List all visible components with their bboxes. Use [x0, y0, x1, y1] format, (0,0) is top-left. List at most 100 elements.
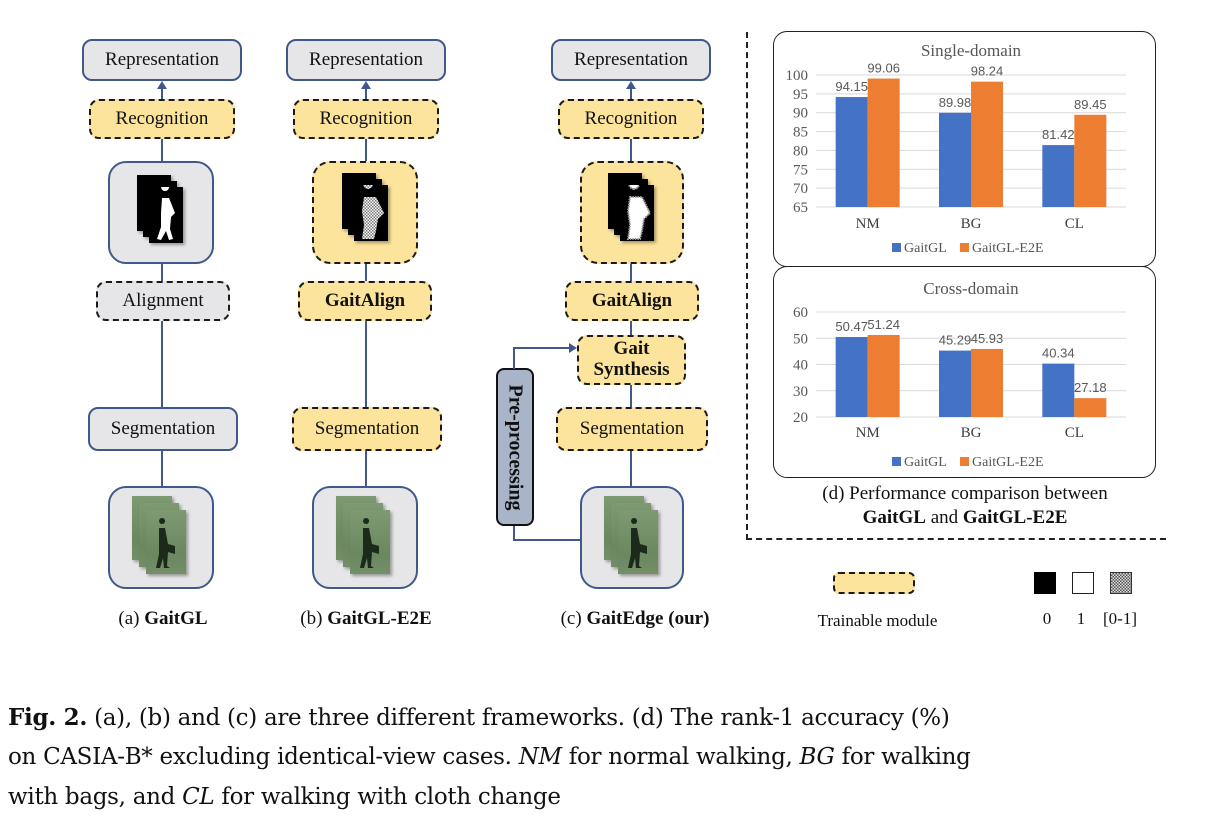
preprocessing-label: Pre-processing — [504, 384, 527, 510]
x-tick-label: BG — [961, 216, 982, 232]
abbr-bg: BG — [799, 744, 835, 770]
segmentation-box-b: Segmentation — [292, 407, 442, 451]
pixel-value-range: [0-1] — [1103, 609, 1137, 628]
walking-person-icon — [360, 518, 379, 568]
pixel-legend — [1034, 572, 1132, 594]
y-tick-label: 60 — [793, 305, 808, 321]
legend-swatch — [892, 457, 901, 466]
bar-gaitgl-e2e-nm — [867, 78, 900, 208]
legend-label: GaitGL-E2E — [972, 241, 1044, 256]
caption-prefix: (a) — [118, 608, 145, 629]
y-tick-label: 30 — [793, 384, 808, 400]
arrow-up-icon — [157, 81, 167, 89]
preprocessing-box: Pre-processing — [496, 368, 534, 526]
gaitalign-box-b: GaitAlign — [298, 281, 432, 321]
person-silhouette-icon — [157, 183, 175, 240]
single-domain-chart: Single-domain6570758085909510094.1599.06… — [786, 41, 1126, 256]
caption-name: GaitGL-E2E — [327, 608, 432, 629]
legend-label: GaitGL-E2E — [972, 455, 1044, 470]
segmentation-box-a: Segmentation — [88, 407, 238, 451]
rgb-frame — [350, 510, 390, 574]
legend-label: GaitGL — [904, 455, 947, 470]
x-tick-label: BG — [961, 425, 982, 441]
walking-person-icon — [156, 518, 175, 568]
y-tick-label: 85 — [793, 125, 808, 141]
y-tick-label: 65 — [793, 200, 808, 216]
x-tick-label: NM — [856, 425, 880, 441]
connector — [513, 347, 569, 349]
white-square-icon — [1072, 572, 1094, 594]
caption-text: for walking — [834, 744, 971, 770]
chart-title: Single-domain — [921, 41, 1022, 60]
legend-swatch — [960, 457, 969, 466]
checkered-square-icon — [1110, 572, 1132, 594]
bar-gaitgl-bg — [939, 350, 971, 417]
connector — [161, 321, 163, 407]
connector — [161, 264, 163, 281]
y-tick-label: 50 — [793, 331, 808, 347]
binary-silhouette-frame — [149, 183, 183, 243]
legend-swatch — [892, 243, 901, 252]
alignment-box-a: Alignment — [96, 281, 230, 321]
gait-synthesis-box: Gait Synthesis — [577, 335, 686, 385]
caption-text: (a), (b) and (c) are three different fra… — [87, 705, 950, 731]
bar-gaitgl-e2e-cl — [1074, 398, 1107, 417]
data-label: 51.24 — [867, 317, 900, 332]
recognition-box-a: Recognition — [89, 99, 235, 139]
edge-silhouette-box-c — [580, 161, 684, 264]
soft-silhouette-box-b — [312, 161, 418, 264]
connector — [630, 321, 632, 335]
rgb-input-box-b — [312, 486, 418, 589]
horizontal-divider — [746, 538, 1166, 540]
y-tick-label: 75 — [793, 162, 808, 178]
silhouette-box-a — [108, 161, 214, 264]
edge-silhouette-frame — [620, 178, 654, 241]
gaitalign-box-c: GaitAlign — [565, 281, 699, 321]
legend-swatch — [960, 243, 969, 252]
x-tick-label: NM — [856, 216, 880, 232]
edge-silhouette-icon — [626, 178, 652, 240]
segmentation-box-c: Segmentation — [556, 407, 708, 451]
soft-silhouette-frame — [354, 179, 388, 241]
abbr-nm: NM — [518, 744, 562, 770]
arrow-right-icon — [569, 343, 577, 353]
figure-caption-line-2: on CASIA-B* excluding identical-view cas… — [8, 741, 1218, 774]
connector — [161, 139, 163, 161]
bar-gaitgl-cl — [1042, 145, 1075, 207]
chart-title: Cross-domain — [923, 279, 1019, 298]
bar-gaitgl-e2e-nm — [867, 334, 900, 417]
connector — [630, 139, 632, 161]
recognition-box-c: Recognition — [558, 99, 704, 139]
caption-d-and: and — [925, 507, 963, 528]
data-label: 45.93 — [971, 331, 1004, 346]
caption-text: with bags, and — [8, 784, 183, 810]
pixel-value-1: 1 — [1076, 609, 1086, 628]
bar-gaitgl-e2e-cl — [1074, 114, 1107, 207]
recognition-box-b: Recognition — [293, 99, 439, 139]
caption-text: on CASIA-B* excluding identical-view cas… — [8, 744, 519, 770]
representation-box-a: Representation — [82, 39, 242, 81]
connector — [513, 348, 515, 369]
data-label: 99.06 — [867, 61, 900, 76]
x-tick-label: CL — [1065, 425, 1084, 441]
connector — [513, 525, 515, 541]
walking-person-icon — [628, 518, 647, 568]
caption-d-bold1: GaitGL — [862, 507, 926, 528]
checkered-silhouette-icon — [362, 179, 384, 239]
figure-label: Fig. 2. — [8, 704, 88, 731]
data-label: 81.42 — [1042, 127, 1075, 142]
bar-gaitgl-bg — [939, 112, 971, 207]
trainable-module-swatch — [833, 572, 915, 594]
caption-b: (b) GaitGL-E2E — [278, 608, 454, 630]
connector — [630, 88, 632, 100]
synthesis-line-2: Synthesis — [593, 359, 670, 380]
trainable-module-label: Trainable module — [817, 611, 938, 630]
legend-label: GaitGL — [904, 241, 947, 256]
bar-gaitgl-cl — [1042, 363, 1075, 417]
connector — [161, 451, 163, 486]
connector — [365, 451, 367, 486]
connector — [161, 88, 163, 100]
y-tick-label: 95 — [793, 87, 808, 103]
data-label: 89.98 — [939, 95, 972, 110]
